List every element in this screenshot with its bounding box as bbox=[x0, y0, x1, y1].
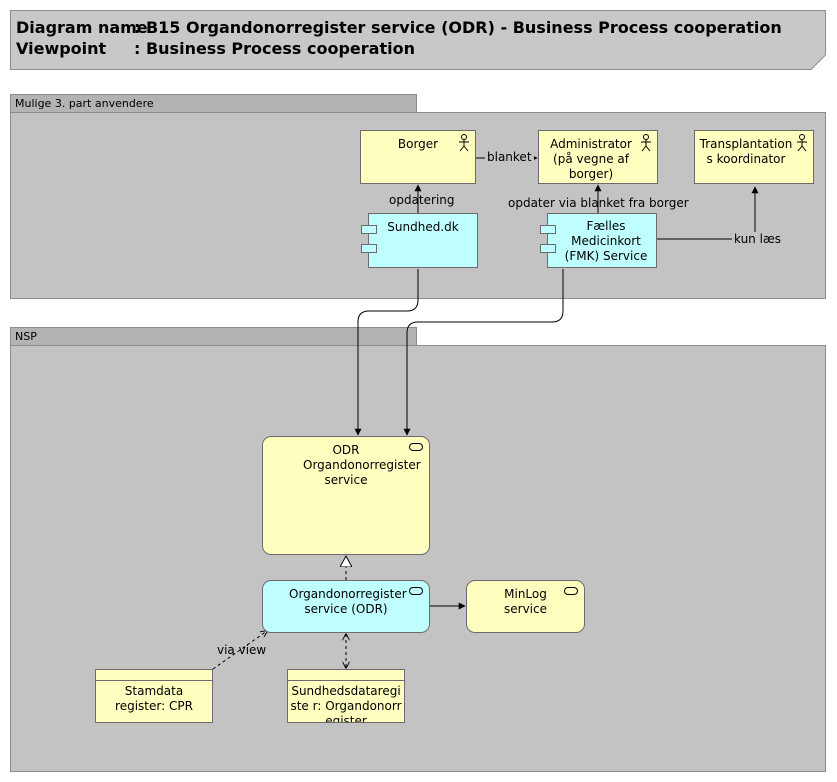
actor-transplantation-label: Transplantation s koordinator bbox=[699, 137, 793, 166]
data-object-divider bbox=[288, 680, 404, 681]
data-stamdata[interactable]: Stamdata register: CPR bbox=[95, 669, 213, 723]
actor-icon bbox=[641, 134, 651, 152]
flow-sundhed-odr[interactable] bbox=[354, 269, 419, 436]
data-object-divider bbox=[96, 680, 212, 681]
actor-administrator-label: Administrator (på vegne af borger) bbox=[550, 137, 632, 181]
viewpoint-value: : Business Process cooperation bbox=[134, 39, 415, 58]
service-odr-top[interactable]: ODR Organdonorregister service bbox=[262, 436, 430, 555]
group-tab-third-party: Mulige 3. part anvendere bbox=[10, 94, 417, 112]
component-icon bbox=[540, 225, 556, 234]
component-fmk-label: Fælles Medicinkort (FMK) Service bbox=[564, 219, 648, 263]
label-opdater-via-blanket: opdater via blanket fra borger bbox=[508, 196, 689, 210]
component-sundhed-dk[interactable]: Sundhed.dk bbox=[361, 213, 478, 268]
diagram-name-label: Diagram name bbox=[16, 18, 148, 37]
diagram-name-value: : B15 Organdonorregister service (ODR) -… bbox=[134, 18, 782, 37]
service-icon bbox=[409, 587, 423, 595]
actor-borger-label: Borger bbox=[397, 137, 439, 151]
viewpoint-label: Viewpoint bbox=[16, 39, 107, 58]
service-minlog-label: MinLog service bbox=[504, 587, 547, 616]
group-title-nsp: NSP bbox=[15, 330, 37, 343]
label-opdatering: opdatering bbox=[389, 193, 455, 207]
component-sundhed-label: Sundhed.dk bbox=[387, 220, 459, 234]
actor-borger[interactable]: Borger bbox=[360, 130, 476, 184]
label-via-view: via view bbox=[217, 643, 267, 657]
group-tab-nsp: NSP bbox=[10, 327, 417, 345]
data-sundhedsdata-label: Sundhedsdataregiste r: Organdonorregiste… bbox=[290, 684, 402, 723]
service-odr-label: Organdonorregister service (ODR) bbox=[289, 587, 407, 616]
header-frame bbox=[10, 10, 826, 70]
diagram-header: Diagram name: B15 Organdonorregister ser… bbox=[10, 10, 826, 70]
service-icon bbox=[564, 587, 578, 595]
service-odr[interactable]: Organdonorregister service (ODR) bbox=[262, 580, 430, 633]
component-fmk[interactable]: Fælles Medicinkort (FMK) Service bbox=[540, 213, 657, 268]
data-sundhedsdata[interactable]: Sundhedsdataregiste r: Organdonorregiste… bbox=[287, 669, 405, 723]
data-stamdata-label: Stamdata register: CPR bbox=[115, 684, 193, 713]
actor-icon bbox=[797, 134, 807, 152]
access-via-view[interactable] bbox=[212, 631, 267, 670]
service-odr-top-label: ODR Organdonorregister service bbox=[303, 443, 421, 487]
component-icon bbox=[540, 244, 556, 253]
component-icon bbox=[361, 244, 377, 253]
group-title-third-party: Mulige 3. part anvendere bbox=[15, 97, 154, 110]
service-icon bbox=[409, 443, 423, 451]
component-icon bbox=[361, 225, 377, 234]
label-kun-laes: kun læs bbox=[732, 232, 783, 246]
actor-icon bbox=[459, 134, 469, 152]
service-minlog[interactable]: MinLog service bbox=[466, 580, 585, 633]
actor-administrator[interactable]: Administrator (på vegne af borger) bbox=[538, 130, 658, 184]
label-blanket: blanket bbox=[485, 150, 534, 164]
actor-transplantation[interactable]: Transplantation s koordinator bbox=[694, 130, 814, 184]
flow-fmk-odr[interactable] bbox=[403, 269, 564, 436]
